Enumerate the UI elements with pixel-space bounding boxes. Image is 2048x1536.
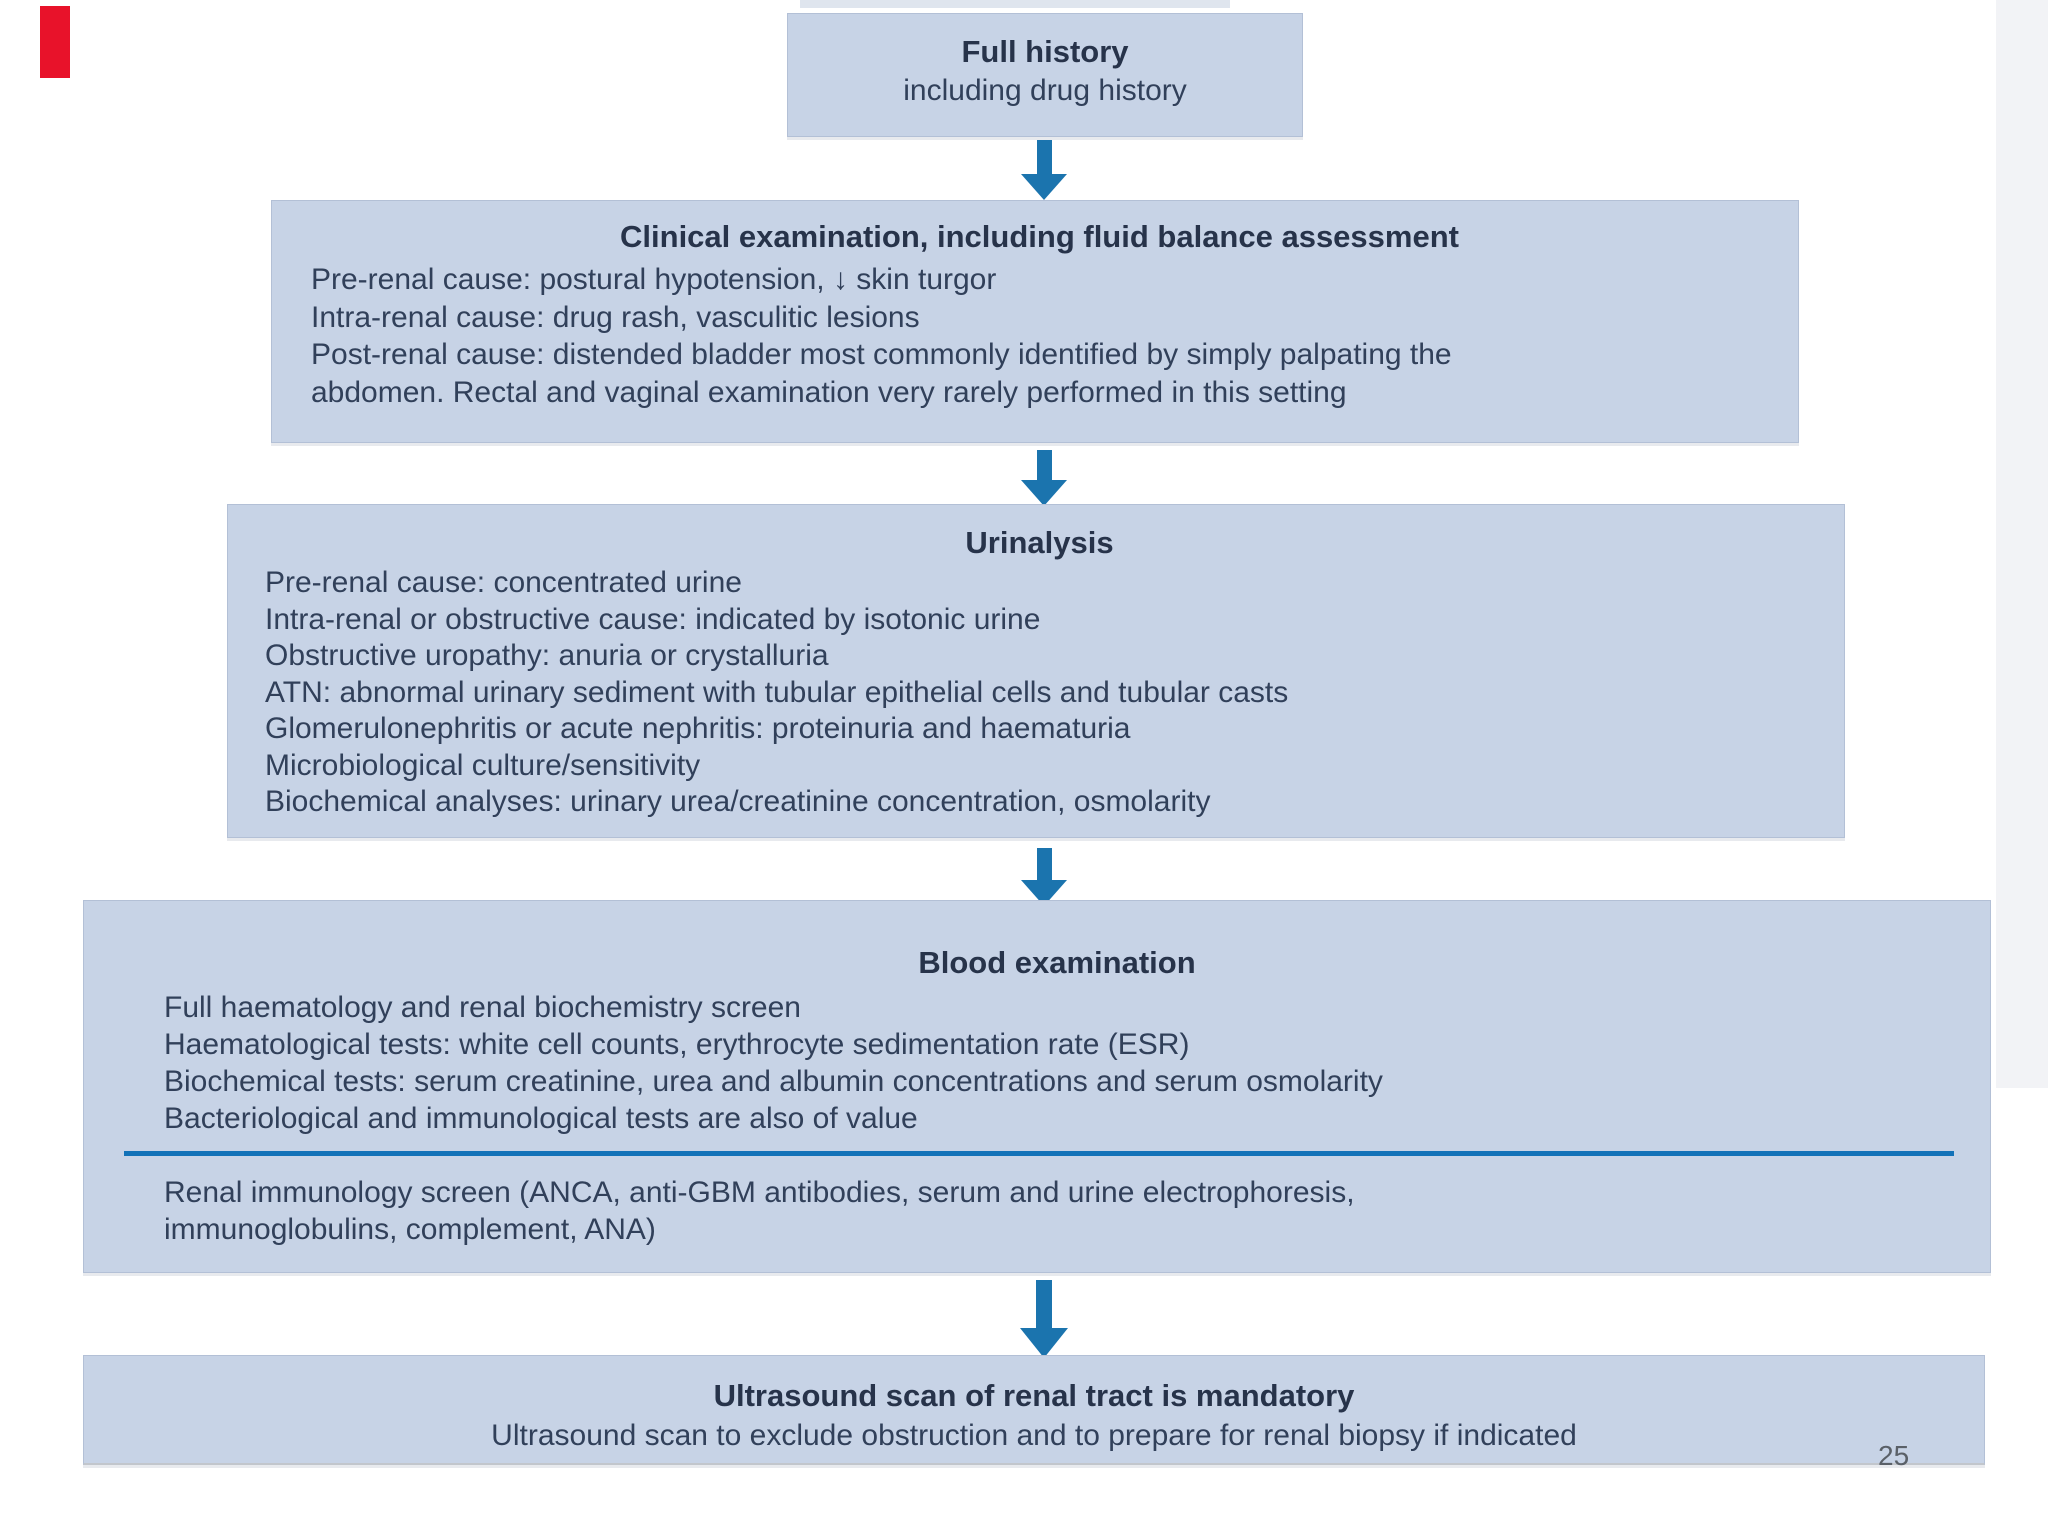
box-full-history-title: Full history: [961, 34, 1129, 69]
box-full-history-subtitle: including drug history: [903, 74, 1187, 107]
clinical-line: Intra-renal cause: drug rash, vasculitic…: [311, 300, 920, 334]
arrow-down-icon: [1021, 174, 1067, 200]
urinalysis-line: ATN: abnormal urinary sediment with tubu…: [265, 675, 1289, 709]
box-urinalysis-title: Urinalysis: [965, 525, 1114, 560]
flow-arrow-3: [1020, 848, 1068, 906]
box-blood-examination: Blood examination Full haematology and r…: [83, 900, 1991, 1273]
box-clinical-title: Clinical examination, including fluid ba…: [620, 219, 1459, 254]
blood-line: immunoglobulins, complement, ANA): [164, 1213, 656, 1246]
clinical-line: Pre-renal cause: postural hypotension, ↓…: [311, 263, 997, 296]
arrow-shaft: [1036, 1280, 1052, 1328]
blood-line: Renal immunology screen (ANCA, anti-GBM …: [164, 1176, 1355, 1209]
arrow-down-icon: [1021, 480, 1067, 506]
box-full-history: Full history including drug history: [787, 13, 1303, 137]
box-blood-body-top: Full haematology and renal biochemistry …: [164, 989, 1950, 1137]
box-clinical-body: Pre-renal cause: postural hypotension, ↓…: [311, 261, 1768, 411]
urinalysis-line: Glomerulonephritis or acute nephritis: p…: [265, 712, 1131, 745]
top-edge-strip: [800, 0, 1230, 8]
urinalysis-line: Intra-renal or obstructive cause: indica…: [265, 602, 1041, 636]
arrow-down-icon: [1020, 1328, 1068, 1358]
box-blood-title: Blood examination: [918, 945, 1196, 980]
box-ultrasound: Ultrasound scan of renal tract is mandat…: [83, 1355, 1985, 1465]
flow-arrow-1: [1020, 140, 1068, 200]
flow-arrow-2: [1020, 450, 1068, 506]
page-number: 25: [1878, 1440, 1910, 1471]
blood-line: Haematological tests: white cell counts,…: [164, 1028, 1190, 1061]
arrow-shaft: [1036, 140, 1052, 174]
blood-line: Bacteriological and immunological tests …: [164, 1102, 918, 1135]
box-urinalysis-body: Pre-renal cause: concentrated urine Intr…: [265, 565, 1814, 821]
clinical-line: Post-renal cause: distended bladder most…: [311, 338, 1452, 371]
right-edge-band: [1996, 0, 2048, 1088]
blood-line: Biochemical tests: serum creatinine, ure…: [164, 1065, 1383, 1098]
blood-line: Full haematology and renal biochemistry …: [164, 991, 801, 1024]
urinalysis-line: Obstructive uropathy: anuria or crystall…: [265, 639, 829, 672]
urinalysis-line: Microbiological culture/sensitivity: [265, 748, 701, 782]
urinalysis-line: Biochemical analyses: urinary urea/creat…: [265, 785, 1211, 818]
arrow-shaft: [1036, 450, 1052, 480]
box-ultrasound-subtitle: Ultrasound scan to exclude obstruction a…: [491, 1419, 1577, 1452]
blood-box-divider: [124, 1151, 1954, 1156]
box-blood-body-bottom: Renal immunology screen (ANCA, anti-GBM …: [164, 1174, 1950, 1248]
red-marker-bar: [40, 6, 70, 78]
box-urinalysis: Urinalysis Pre-renal cause: concentrated…: [227, 504, 1845, 838]
urinalysis-line: Pre-renal cause: concentrated urine: [265, 566, 742, 599]
arrow-shaft: [1036, 848, 1052, 880]
box-clinical-examination: Clinical examination, including fluid ba…: [271, 200, 1799, 443]
clinical-line: abdomen. Rectal and vaginal examination …: [311, 375, 1347, 409]
box-ultrasound-title: Ultrasound scan of renal tract is mandat…: [713, 1378, 1355, 1413]
flow-arrow-4: [1020, 1280, 1068, 1358]
